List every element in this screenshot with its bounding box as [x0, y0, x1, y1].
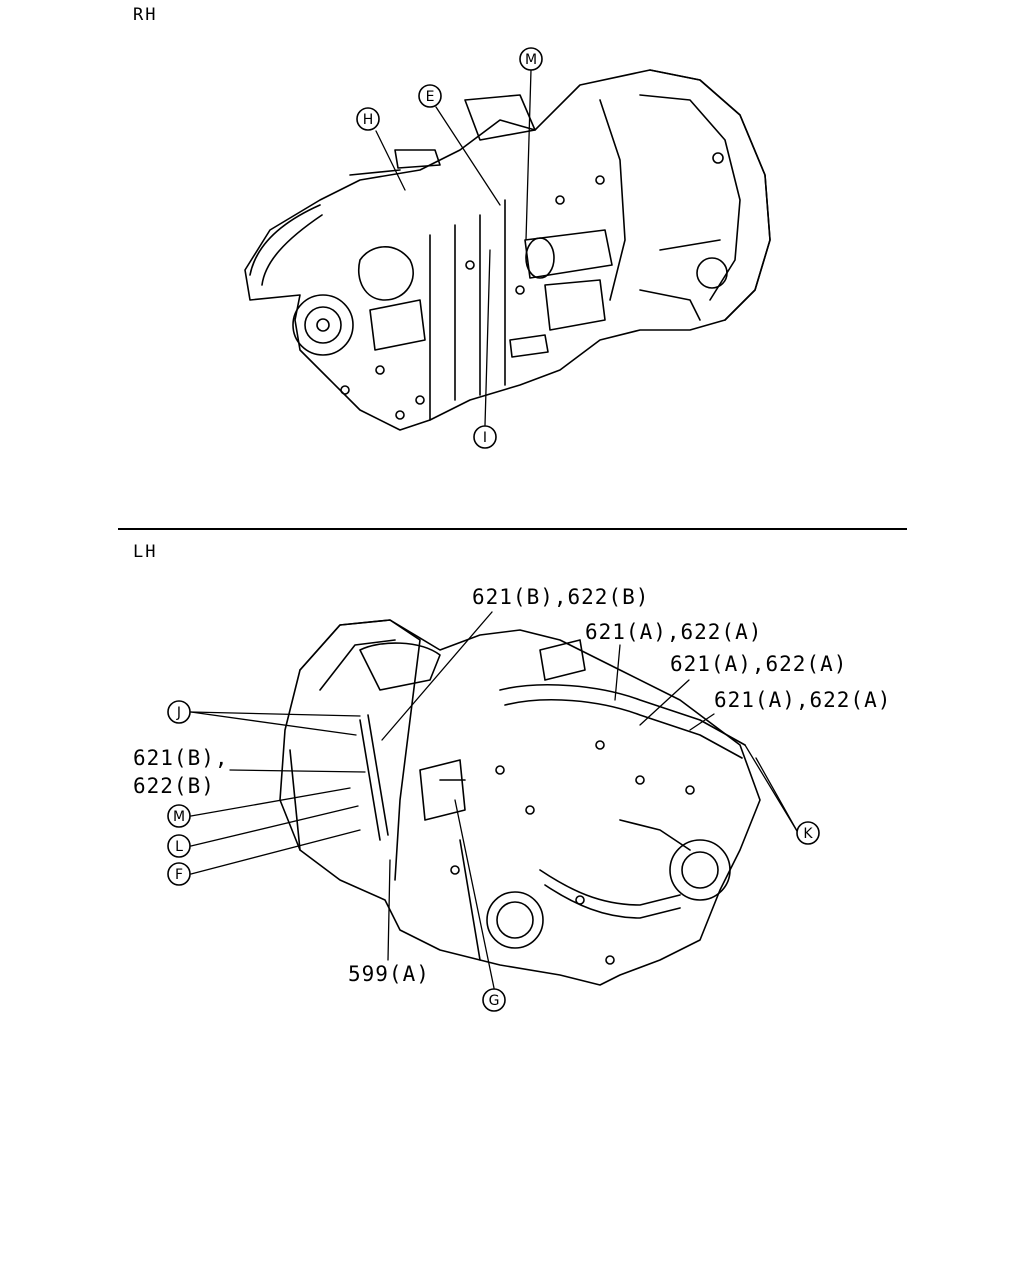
section-divider	[118, 528, 907, 530]
label-599a: 599(A)	[348, 962, 430, 986]
rh-callout-m	[519, 47, 543, 71]
label-621a-622a-1: 621(A),622(A)	[585, 620, 763, 644]
rh-callout-i	[473, 425, 497, 449]
rh-leader-lines	[375, 69, 532, 426]
lh-transmission-drawing	[279, 619, 761, 986]
lh-callout-m-letter: M	[173, 809, 185, 825]
label-621b-line1: 621(B),	[133, 746, 229, 770]
lh-section-label: LH	[133, 542, 158, 562]
rh-section-label: RH	[133, 5, 158, 25]
lh-callout-l	[167, 834, 191, 858]
label-621a-622a-3: 621(A),622(A)	[714, 688, 892, 712]
lh-callout-j-letter: J	[176, 705, 181, 721]
label-621b-622b-top: 621(B),622(B)	[472, 585, 650, 609]
rh-transmission-drawing	[244, 69, 771, 431]
lh-callout-f	[167, 862, 191, 886]
lh-callout-f-letter: F	[175, 867, 183, 883]
rh-callout-h-letter: H	[363, 112, 374, 128]
rh-callout-i-letter: I	[483, 430, 487, 446]
lh-callout-k-letter: K	[803, 826, 813, 842]
lh-callout-g-letter: G	[489, 993, 500, 1009]
label-622b-line2: 622(B)	[133, 774, 215, 798]
lh-callout-g	[482, 988, 506, 1012]
rh-callout-e-letter: E	[426, 89, 435, 105]
lh-callout-l-letter: L	[175, 839, 183, 855]
rh-callout-e	[418, 84, 442, 108]
label-621a-622a-2: 621(A),622(A)	[670, 652, 848, 676]
rh-callout-m-letter: M	[525, 52, 537, 68]
lh-callout-k	[796, 821, 820, 845]
lh-leader-lines	[190, 611, 798, 989]
rh-callout-h	[356, 107, 380, 131]
lh-callout-j	[167, 700, 191, 724]
lh-callout-m	[167, 804, 191, 828]
